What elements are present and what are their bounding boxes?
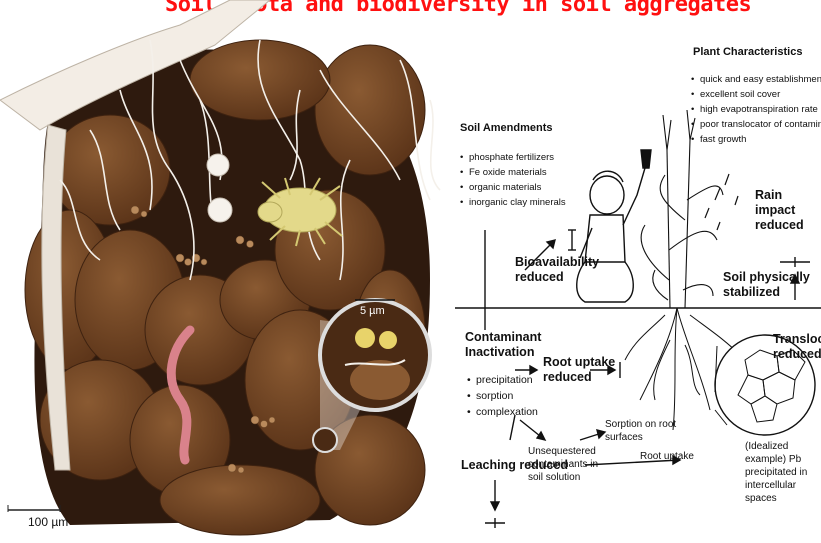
soil-clod [160, 465, 320, 535]
scale-label-5um: 5 µm [360, 305, 385, 318]
plant-characteristic-item: quick and easy establishment [691, 72, 821, 87]
scale-label-100um: 100 µm [28, 516, 68, 529]
idealized-example-label: (Idealized example) Pb precipitated in i… [745, 440, 820, 505]
contaminant-inactivation-heading: Contaminant Inactivation [465, 330, 540, 360]
soil-amendments-heading: Soil Amendments [460, 122, 553, 135]
spore [208, 198, 232, 222]
soil-amendment-item: phosphate fertilizers [460, 150, 566, 165]
soil-clod [315, 45, 425, 175]
phytostabilization-diagram: Plant Characteristics quick and easy est… [455, 0, 821, 538]
plant-characteristic-item: excellent soil cover [691, 87, 821, 102]
contaminant-mechanism-list: precipitation sorption complexation [467, 372, 538, 420]
plant-characteristics-heading: Plant Characteristics [693, 46, 802, 59]
plant-characteristic-item: fast growth [691, 132, 821, 147]
plant-characteristic-item: high evapotranspiration rate [691, 102, 821, 117]
soil-stabilized-label: Soil physically stabilized [723, 270, 813, 300]
spore [207, 154, 229, 176]
contaminant-mechanism-item: precipitation [467, 372, 538, 388]
root-uptake-reduced-label: Root uptake reduced [543, 355, 618, 385]
bioavailability-label: Bioavailability reduced [515, 255, 590, 285]
leaching-label: Leaching reduced [461, 458, 568, 473]
rain-drops [705, 174, 738, 230]
translocation-label: Translocation reduced [773, 332, 821, 362]
contaminant-mechanism-item: complexation [467, 404, 538, 420]
soil-aggregate-illustration: 100 µm 5 µm [0, 0, 455, 538]
soil-aggregate-drawing [0, 0, 455, 538]
root-uptake-label: Root uptake [640, 450, 694, 463]
rain-impact-label: Rain impact reduced [755, 188, 821, 233]
plant-characteristic-item: poor translocator of contaminants [691, 117, 821, 132]
contaminant-mechanism-item: sorption [467, 388, 538, 404]
sorption-label: Sorption on root surfaces [605, 418, 680, 444]
soil-amendment-item: Fe oxide materials [460, 165, 566, 180]
soil-amendments-list: phosphate fertilizers Fe oxide materials… [460, 150, 566, 210]
plant-characteristics-list: quick and easy establishment excellent s… [691, 72, 821, 147]
soil-amendment-item: inorganic clay minerals [460, 195, 566, 210]
soil-amendment-item: organic materials [460, 180, 566, 195]
